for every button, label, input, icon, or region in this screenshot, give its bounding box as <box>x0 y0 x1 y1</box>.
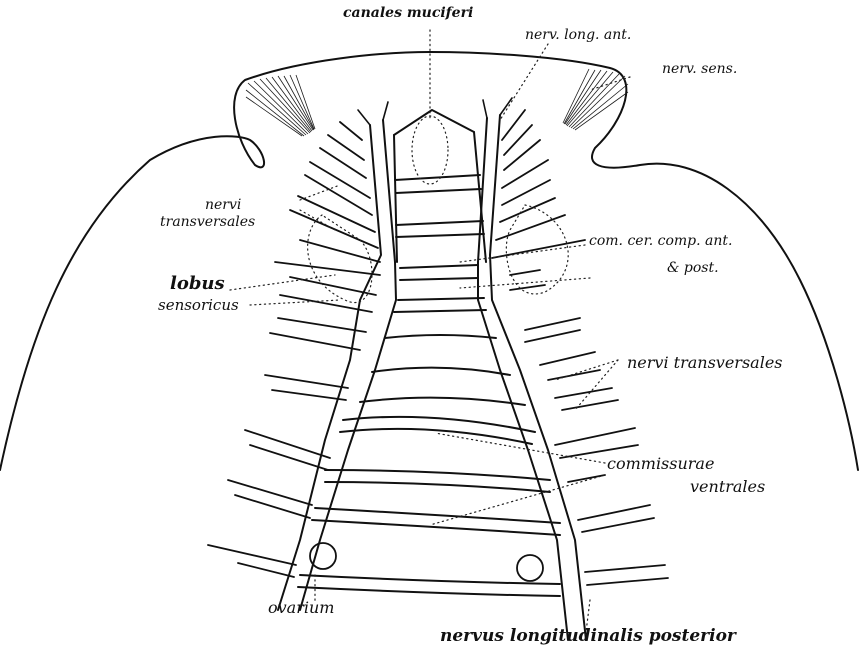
label-commissurae: commissurae <box>607 456 714 473</box>
label-nervi-line1: nervi <box>205 198 241 213</box>
label-nerv-sens: nerv. sens. <box>662 62 737 77</box>
ovarium-left <box>310 543 336 569</box>
sense-organ-left <box>246 75 315 136</box>
label-lobus: lobus <box>170 275 225 294</box>
body-outline <box>0 52 858 470</box>
lobus-sensoricus-left <box>308 215 372 303</box>
transverse-nerves-right <box>492 110 668 585</box>
label-com-cer-comp-ant: com. cer. comp. ant. <box>589 234 732 249</box>
label-nervus-longitudinalis-posterior: nervus longitudinalis posterior <box>440 628 736 646</box>
sense-organ-right <box>563 69 628 130</box>
label-transversales-line2: transversales <box>160 215 255 230</box>
cerebral-commissures <box>394 110 486 262</box>
label-canales-muciferi: canales muciferi <box>343 6 473 21</box>
label-ovarium: ovarium <box>268 600 334 617</box>
transverse-nerves-left <box>208 122 380 577</box>
label-ventrales: ventrales <box>690 479 765 496</box>
label-nerv-long-ant: nerv. long. ant. <box>525 28 631 43</box>
label-et-post: & post. <box>667 261 719 276</box>
ovarium-right <box>517 555 543 581</box>
label-sensoricus: sensoricus <box>158 298 239 314</box>
label-nervi-transversales-right: nervi transversales <box>627 355 783 372</box>
